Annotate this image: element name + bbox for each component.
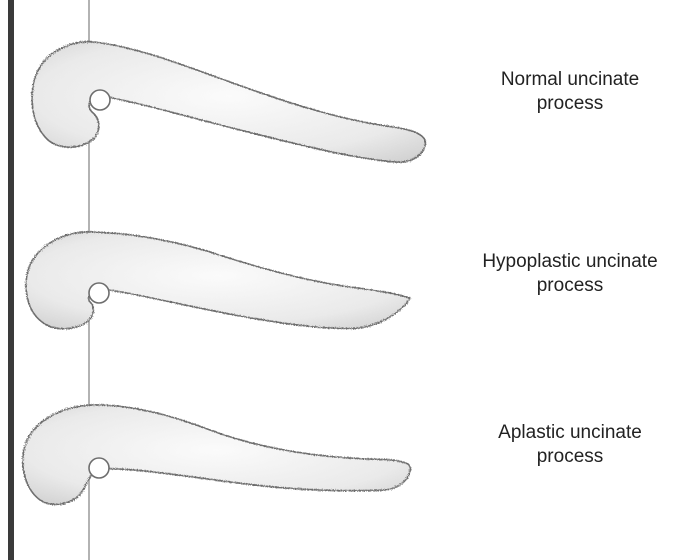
- vessel-circle-aplastic: [89, 458, 109, 478]
- label-normal-line2: process: [450, 92, 690, 116]
- pancreas-outline-hypoplastic: [26, 232, 410, 329]
- label-aplastic-line1: Aplastic uncinate: [450, 421, 690, 445]
- label-hypoplastic-line2: process: [450, 274, 690, 298]
- aplastic-pancreas: [23, 405, 410, 504]
- label-aplastic-line2: process: [450, 445, 690, 469]
- hypoplastic-pancreas: [26, 232, 410, 329]
- pancreas-outline-aplastic: [23, 405, 410, 504]
- label-normal-uncinate: Normal uncinate process: [450, 68, 690, 116]
- label-normal-line1: Normal uncinate: [450, 68, 690, 92]
- normal-pancreas: [32, 42, 425, 162]
- vessel-circle-hypoplastic: [89, 283, 109, 303]
- label-hypoplastic-uncinate: Hypoplastic uncinate process: [450, 250, 690, 298]
- label-aplastic-uncinate: Aplastic uncinate process: [450, 421, 690, 469]
- vessel-circle-normal: [90, 90, 110, 110]
- label-hypoplastic-line1: Hypoplastic uncinate: [450, 250, 690, 274]
- left-border-bar: [8, 0, 14, 560]
